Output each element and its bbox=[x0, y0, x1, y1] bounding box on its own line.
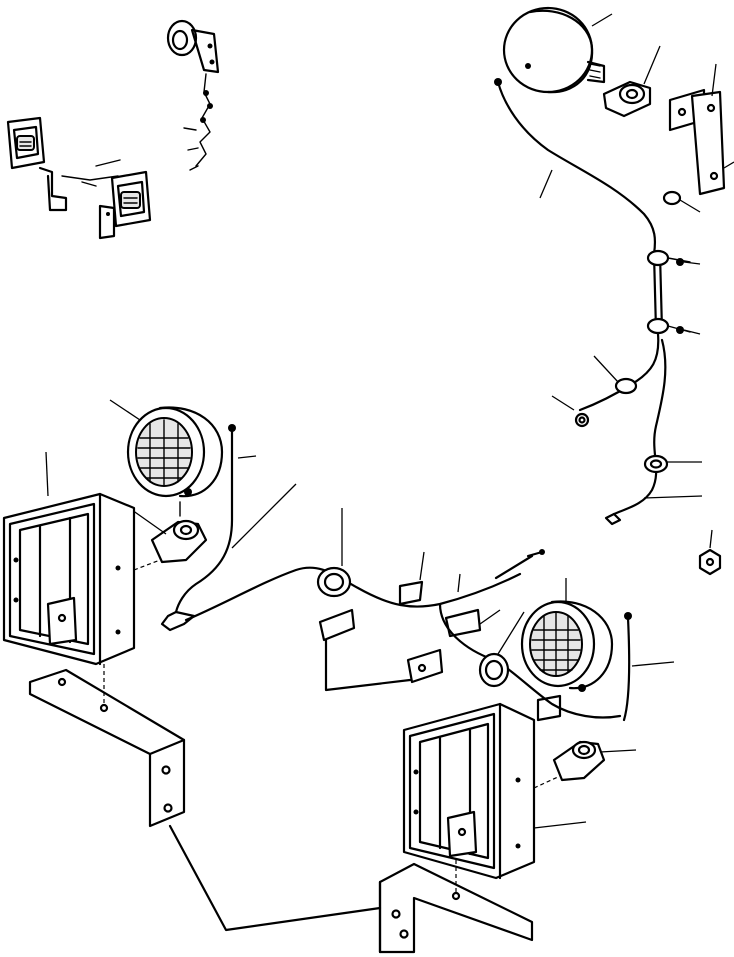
top-right-bracket bbox=[668, 63, 734, 196]
left-swivel-clamp bbox=[131, 509, 208, 564]
right-swivel-clamp bbox=[552, 740, 637, 782]
right-work-lamp bbox=[520, 578, 675, 722]
left-bracket bbox=[28, 664, 186, 828]
left-work-lamp bbox=[109, 399, 224, 517]
right-lamp-guard bbox=[402, 702, 587, 880]
hex-nut bbox=[698, 529, 722, 576]
top-right-swivel-clamp bbox=[602, 45, 661, 118]
right-bracket bbox=[168, 824, 534, 954]
top-right-work-lamp bbox=[502, 6, 613, 94]
top-right-harness bbox=[494, 78, 703, 526]
rear-lamp-pair bbox=[6, 116, 152, 240]
left-lamp-guard bbox=[2, 451, 161, 666]
center-harness bbox=[160, 424, 622, 722]
horn-assembly bbox=[166, 19, 220, 171]
